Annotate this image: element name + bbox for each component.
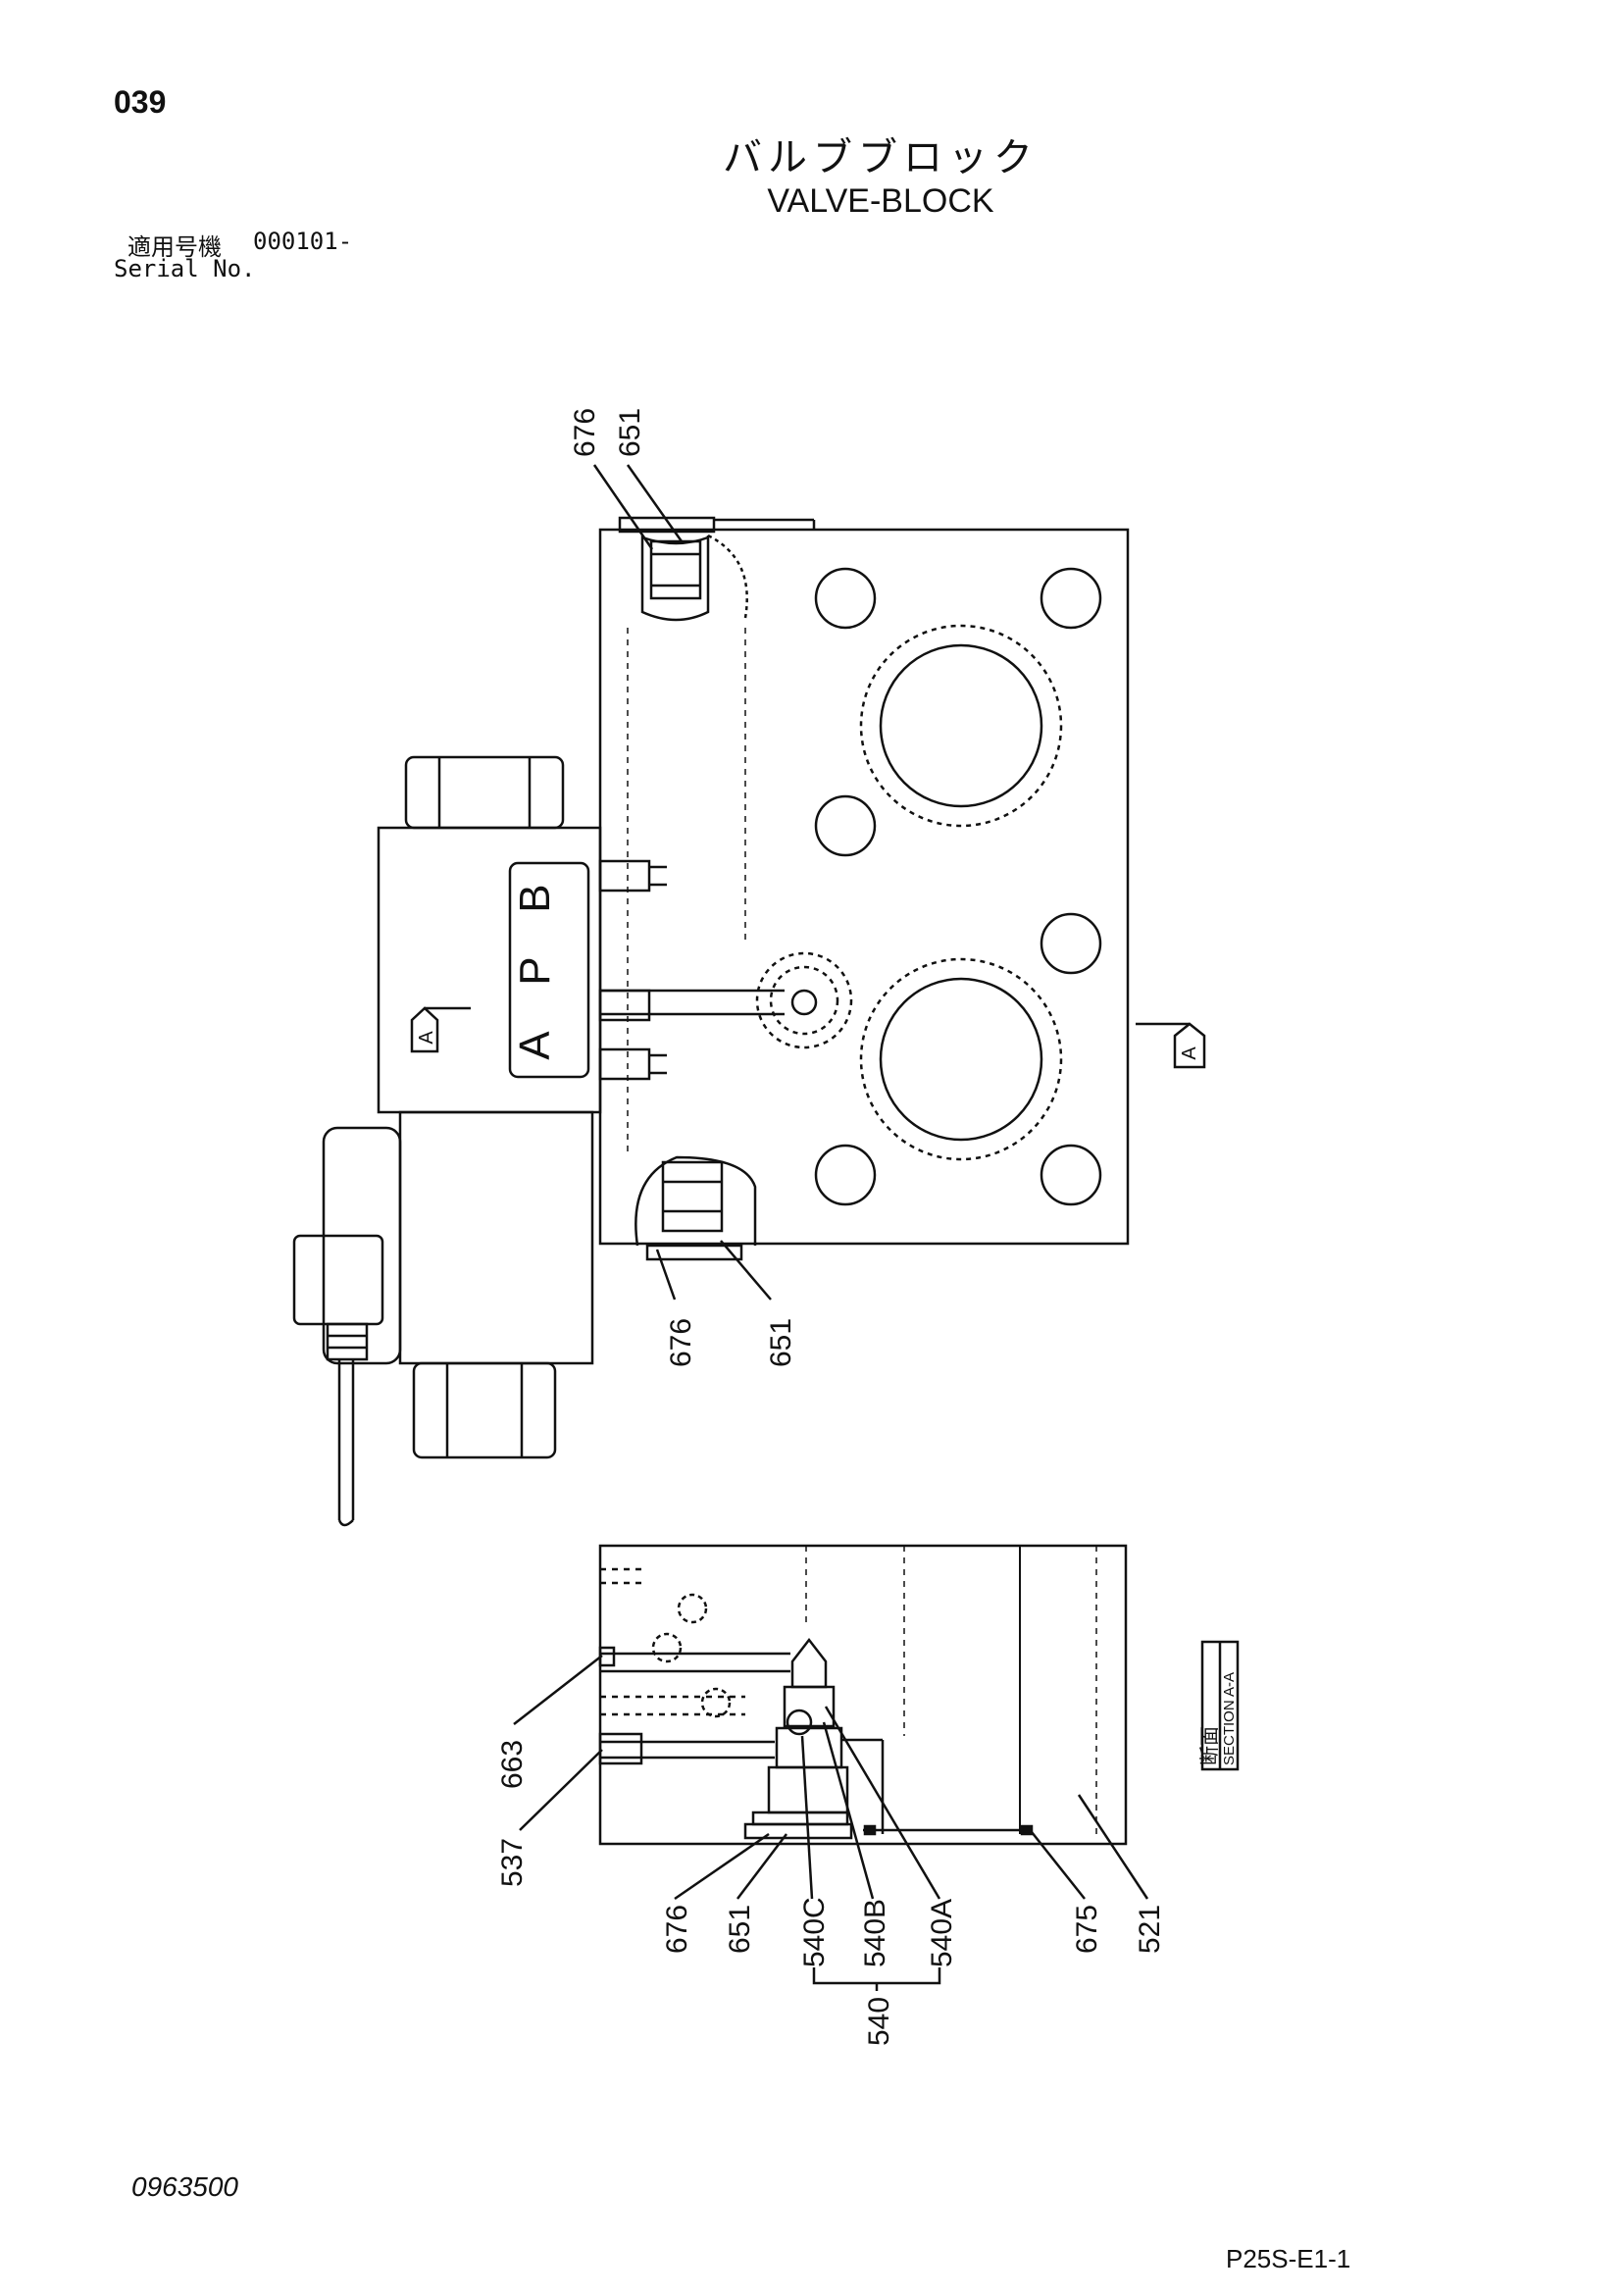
- callout-540a: 540A: [926, 1899, 958, 1967]
- section-body: [598, 1544, 1128, 1846]
- bolt-hole: [814, 794, 877, 857]
- valve-block-body: [598, 528, 1130, 1246]
- serial-number: 000101-: [253, 228, 353, 255]
- callout-521: 521: [1134, 1905, 1166, 1954]
- electrical-connector: [322, 1126, 402, 1365]
- callout-540b: 540B: [859, 1899, 891, 1967]
- bolt-hole: [814, 567, 877, 630]
- page-code: P25S-E1-1: [1226, 2244, 1351, 2273]
- page-title: VALVE-BLOCK: [767, 182, 994, 220]
- port-label-p: P: [511, 956, 559, 985]
- bolt-hole: [814, 1144, 877, 1206]
- port-large: [879, 977, 1043, 1142]
- section-label-japanese: 断面: [1198, 1726, 1221, 1765]
- callout-537: 537: [496, 1838, 529, 1887]
- solenoid-valve-body: [377, 826, 602, 1114]
- page-number: 039: [114, 84, 167, 120]
- section-marker-right: A: [1179, 1046, 1200, 1060]
- document-number: 0963500: [131, 2171, 239, 2202]
- callout-540-group: 540: [863, 1997, 895, 2046]
- callout-676: 676: [661, 1905, 693, 1954]
- page-title-japanese: バルブブロック: [723, 135, 1039, 180]
- serial-label-japanese: 適用号機: [127, 233, 222, 261]
- callout-540c: 540C: [798, 1897, 831, 1967]
- callout-676-top: 676: [569, 408, 601, 457]
- callout-651: 651: [724, 1905, 756, 1954]
- callout-676-bottom: 676: [665, 1318, 697, 1367]
- port-label-b: B: [511, 884, 559, 912]
- port-large: [879, 643, 1043, 808]
- section-marker-left: A: [416, 1031, 437, 1045]
- bolt-hole: [1040, 567, 1102, 630]
- callout-663: 663: [496, 1740, 529, 1789]
- port-label-a: A: [511, 1031, 559, 1060]
- callout-651-bottom: 651: [765, 1318, 797, 1367]
- callout-675: 675: [1071, 1905, 1103, 1954]
- serial-label: Serial No.: [114, 255, 256, 282]
- solenoid-nut: [404, 755, 565, 830]
- callout-651-top: 651: [614, 408, 646, 457]
- section-label: SECTION A-A: [1221, 1672, 1238, 1765]
- port-label-box: [508, 861, 590, 1079]
- bolt-hole: [1040, 1144, 1102, 1206]
- bolt-hole: [1040, 912, 1102, 975]
